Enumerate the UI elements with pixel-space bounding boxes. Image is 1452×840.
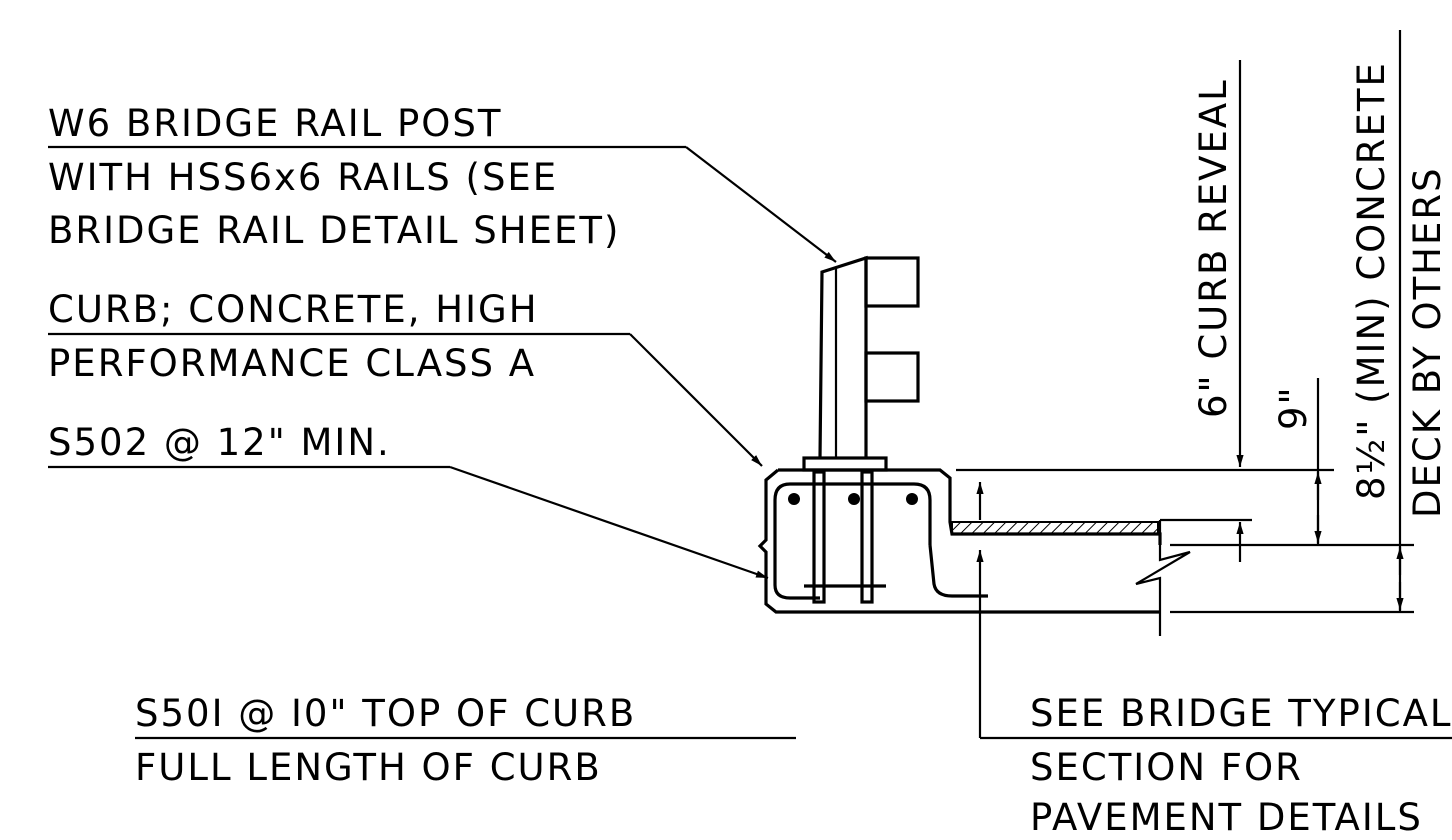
dim-9-text: 9" (1272, 385, 1315, 430)
note-curb-concrete: CURB; CONCRETE, HIGH PERFORMANCE CLASS A (48, 288, 763, 467)
note-pavement: SEE BRIDGE TYPICAL SECTION FOR PAVEMENT … (976, 550, 1452, 839)
note-s502-text: S502 @ 12" MIN. (48, 421, 391, 464)
hss-rail-lower (864, 351, 920, 403)
rebar-dot-1 (788, 493, 800, 505)
rail-post (802, 255, 920, 472)
bar-s501 (773, 482, 932, 600)
hss-rail-upper (864, 256, 920, 308)
note-post-line-1: W6 BRIDGE RAIL POST (48, 102, 503, 145)
dim-deck-text-2: DECK BY OTHERS (1406, 166, 1449, 518)
pavement-overlay (951, 521, 1159, 535)
anchor-bolt-left (812, 470, 826, 604)
dim-curb-reveal-text: 6" CURB REVEAL (1192, 78, 1235, 418)
dimensions: 6" CURB REVEAL 9" 8½" (MIN) CONCRETE DEC… (956, 30, 1449, 614)
note-post-line-2: WITH HSS6x6 RAILS (SEE (48, 156, 558, 199)
note-post-line-3: BRIDGE RAIL DETAIL SHEET) (48, 209, 620, 252)
leader-curb (629, 333, 763, 467)
note-s502: S502 @ 12" MIN. (48, 421, 769, 580)
bar-s501-tail (928, 544, 988, 598)
leader-s502 (449, 465, 769, 580)
note-s501-line-1: S50I @ I0" TOP OF CURB (135, 692, 636, 735)
note-pavement-line-1: SEE BRIDGE TYPICAL (1030, 692, 1452, 735)
break-line (1135, 520, 1191, 636)
note-s501-line-2: FULL LENGTH OF CURB (135, 746, 602, 789)
post-web (818, 255, 868, 459)
curb-section (757, 468, 1191, 636)
note-bridge-rail-post: W6 BRIDGE RAIL POST WITH HSS6x6 RAILS (S… (48, 102, 837, 263)
note-pavement-line-3: PAVEMENT DETAILS (1030, 796, 1423, 839)
leader-post (685, 146, 837, 263)
base-plate (802, 456, 888, 472)
note-curb-line-1: CURB; CONCRETE, HIGH (48, 288, 539, 331)
anchor-bolt-right (860, 470, 874, 604)
rebar-dot-3 (906, 493, 918, 505)
rebar-dot-2 (848, 493, 860, 505)
note-s501: S50I @ I0" TOP OF CURB FULL LENGTH OF CU… (135, 692, 796, 789)
note-pavement-line-2: SECTION FOR (1030, 746, 1303, 789)
curb-outline-left (757, 468, 1160, 614)
note-curb-line-2: PERFORMANCE CLASS A (48, 342, 536, 385)
dim-deck-text-1: 8½" (MIN) CONCRETE (1350, 61, 1393, 500)
